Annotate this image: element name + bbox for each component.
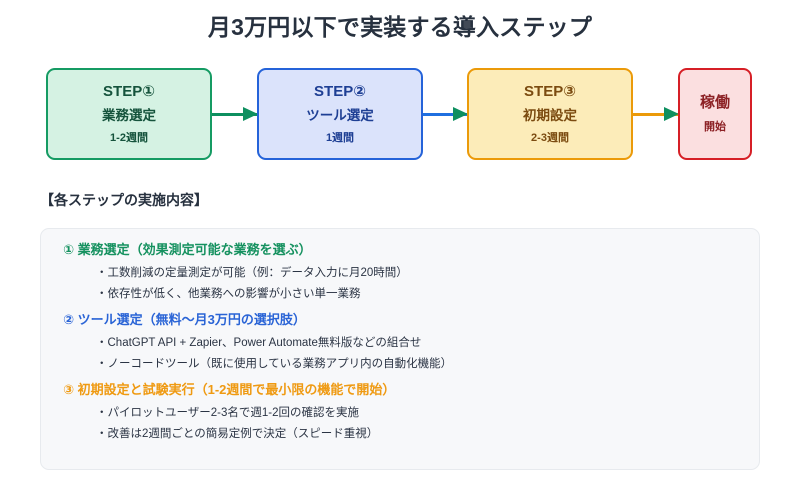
- detail-group-3-bullet-2: ・改善は2週間ごとの簡易定例で決定（スピード重視）: [96, 428, 379, 441]
- step-3-duration: 2-3週間: [531, 132, 569, 145]
- detail-group-1-bullet-2: ・依存性が低く、他業務への影響が小さい単一業務: [96, 288, 361, 301]
- step-3-name: 初期設定: [523, 108, 577, 124]
- step-box-1[interactable]: STEP① 業務選定 1-2週間: [46, 68, 212, 160]
- step-2-duration: 1週間: [325, 132, 355, 145]
- launch-head: 稼働: [699, 93, 730, 111]
- page-title: 月3万円以下で実装する導入ステップ: [207, 14, 593, 40]
- details-panel: ① 業務選定（効果測定可能な業務を選ぶ） ・工数削減の定量測定が可能（例：データ…: [40, 228, 760, 470]
- step-1-duration: 1-2週間: [110, 132, 148, 145]
- detail-group-1-bullet-1: ・工数削減の定量測定が可能（例：データ入力に月20時間）: [96, 266, 408, 279]
- arrow-step2-to-step3: [423, 107, 468, 121]
- arrow-step3-to-launch: [633, 107, 679, 121]
- detail-group-3-bullet-1: ・パイロットユーザー2-3名で週1-2回の確認を実施: [96, 406, 360, 419]
- detail-group-1-head: ① 業務選定（効果測定可能な業務を選ぶ）: [63, 242, 312, 257]
- details-heading: 【各ステップの実施内容】: [40, 192, 208, 208]
- arrow-head-icon: [243, 107, 258, 121]
- launch-sub: 開始: [704, 121, 726, 134]
- arrow-step1-to-step2: [212, 107, 258, 121]
- step-2-name: ツール選定: [306, 108, 374, 124]
- detail-group-3: ③ 初期設定と試験実行（1-2週間で最小限の機能で開始） ・パイロットユーザー2…: [63, 382, 395, 450]
- step-2-head: STEP②: [314, 82, 366, 100]
- detail-group-2-bullet-1: ・ChatGPT API + Zapier、Power Automate無料版な…: [96, 336, 422, 349]
- arrow-shaft: [633, 113, 678, 116]
- step-box-2[interactable]: STEP② ツール選定 1週間: [257, 68, 423, 160]
- step-1-name: 業務選定: [102, 108, 156, 124]
- step-1-head: STEP①: [103, 82, 155, 100]
- launch-box[interactable]: 稼働 開始: [678, 68, 752, 160]
- detail-group-3-head: ③ 初期設定と試験実行（1-2週間で最小限の機能で開始）: [63, 382, 396, 397]
- arrow-shaft: [212, 113, 257, 116]
- arrow-shaft: [423, 113, 467, 116]
- arrow-head-icon: [664, 107, 679, 121]
- detail-group-2-head: ② ツール選定（無料〜月3万円の選択肢）: [63, 312, 306, 327]
- arrow-head-icon: [453, 107, 468, 121]
- detail-group-1: ① 業務選定（効果測定可能な業務を選ぶ） ・工数削減の定量測定が可能（例：データ…: [63, 242, 408, 310]
- detail-group-2-bullet-2: ・ノーコードツール（既に使用している業務アプリ内の自動化機能）: [96, 358, 453, 371]
- step-box-3[interactable]: STEP③ 初期設定 2-3週間: [467, 68, 633, 160]
- process-flow-diagram: STEP① 業務選定 1-2週間 STEP② ツール選定 1週間 STEP③ 初…: [0, 68, 800, 163]
- step-3-head: STEP③: [524, 82, 576, 100]
- detail-group-2: ② ツール選定（無料〜月3万円の選択肢） ・ChatGPT API + Zapi…: [63, 312, 452, 380]
